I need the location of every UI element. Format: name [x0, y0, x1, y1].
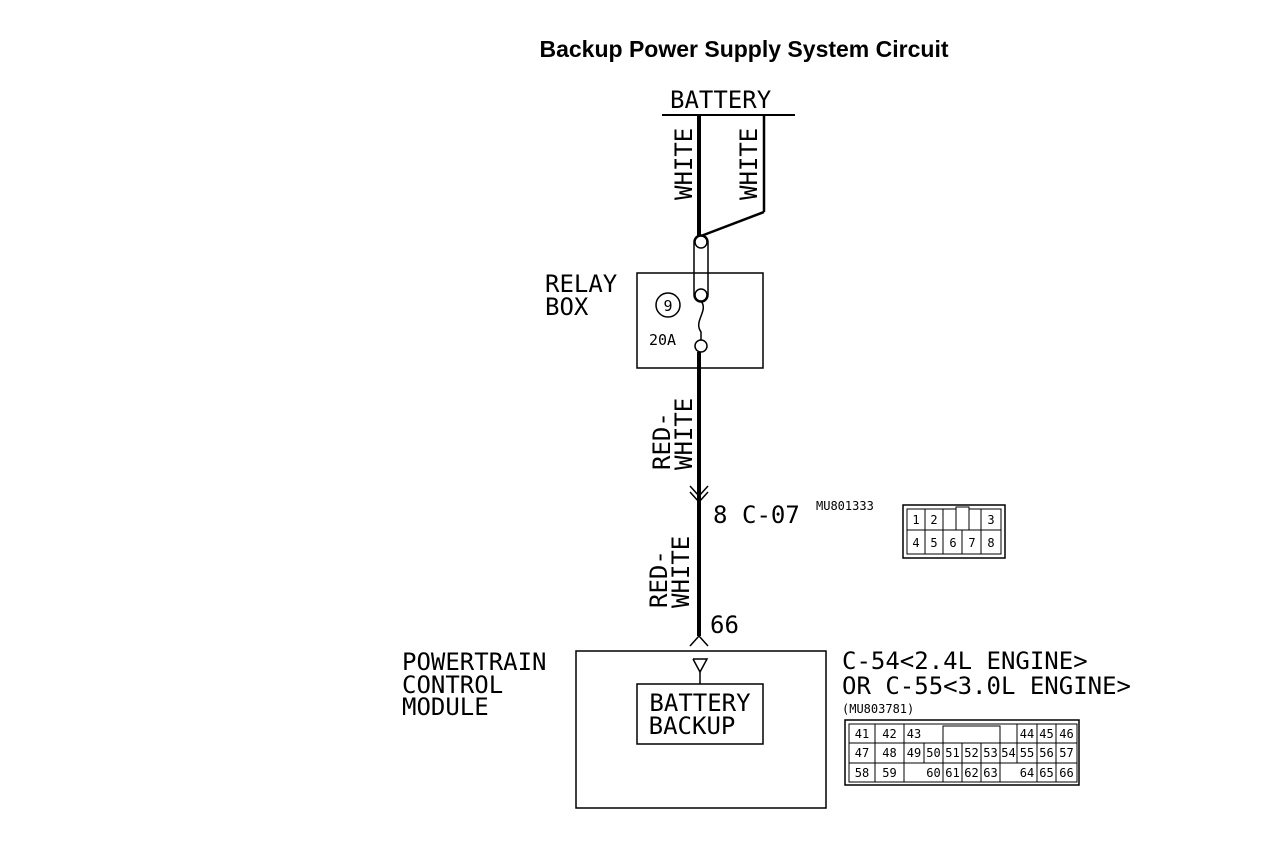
c07-pin: 2	[930, 513, 937, 527]
fuse-number: 9	[663, 297, 672, 315]
pcm-pin-symbol	[689, 634, 709, 647]
connector-c54-face: 41 42 43 44 45 46 47 48 49 50 51 52 53 54 55 56 57 58 59 60…	[844, 719, 1080, 786]
c54-pin: 57	[1059, 746, 1073, 760]
c54-pin: 66	[1059, 766, 1073, 780]
pcm-pin: 66	[710, 611, 739, 639]
c54-pin: 62	[964, 766, 978, 780]
connector-c07-symbol-2	[689, 491, 709, 504]
wire-label-mid-2: WHITE	[670, 398, 698, 470]
c54-pin: 46	[1059, 727, 1073, 741]
c54-pin: 56	[1039, 746, 1053, 760]
c07-pin: 6	[949, 536, 956, 550]
c07-pin: 7	[968, 536, 975, 550]
fuse-number-circle	[655, 292, 681, 318]
connector-c07-name: C-07	[742, 501, 800, 529]
c07-pin: 8	[987, 536, 994, 550]
fuse-element	[698, 300, 704, 340]
wire-label-left: WHITE	[670, 128, 698, 200]
fuse-capsule	[693, 234, 709, 303]
c54-pin: 64	[1020, 766, 1034, 780]
c54-pin: 42	[882, 727, 896, 741]
c54-pin: 63	[983, 766, 997, 780]
c54-pin: 44	[1020, 727, 1034, 741]
c54-pin: 52	[964, 746, 978, 760]
c54-pin: 61	[945, 766, 959, 780]
c07-pin: 5	[930, 536, 937, 550]
battery-label: BATTERY	[670, 86, 772, 114]
fuse-terminal-top	[694, 235, 708, 249]
pcm-box	[575, 650, 827, 809]
connector-c07-face: 1 2 3 4 5 6 7 8	[902, 504, 1006, 559]
c54-pin: 60	[926, 766, 940, 780]
c07-pin: 3	[987, 513, 994, 527]
pcm-label-3: MODULE	[402, 693, 489, 721]
c54-pin: 51	[945, 746, 959, 760]
c54-pin: 53	[983, 746, 997, 760]
battery-backup-label-2: BACKUP	[649, 712, 736, 740]
c54-pin: 43	[907, 727, 921, 741]
c54-pin: 41	[855, 727, 869, 741]
fuse-terminal-upper	[694, 288, 708, 302]
battery-backup-label-1: BATTERY	[649, 689, 751, 717]
pcm-label-1: POWERTRAIN	[402, 648, 547, 676]
c54-pin: 49	[907, 746, 921, 760]
connector-c54-line1: C-54<2.4L ENGINE>	[842, 647, 1088, 675]
relay-box-label-1: RELAY	[545, 270, 618, 298]
wire-label-low-2: WHITE	[667, 536, 695, 608]
connector-c07-pin: 8	[713, 501, 727, 529]
fuse-terminal-lower	[694, 339, 708, 353]
c54-pin: 65	[1039, 766, 1053, 780]
c07-pin: 4	[912, 536, 919, 550]
connector-c54-part-number: (MU803781)	[842, 702, 914, 716]
wire-label-mid-1: RED-	[648, 412, 676, 470]
c54-pin: 45	[1039, 727, 1053, 741]
fuse-rating: 20A	[649, 331, 676, 349]
connector-c07-symbol-1	[689, 485, 709, 498]
wire-label-low-1: RED-	[645, 550, 673, 608]
c54-pin: 54	[1001, 746, 1015, 760]
c54-pin: 55	[1020, 746, 1034, 760]
page-title: Backup Power Supply System Circuit	[539, 36, 949, 62]
c54-pin: 58	[855, 766, 869, 780]
battery-backup-box	[636, 683, 764, 745]
pcm-label-2: CONTROL	[402, 671, 503, 699]
pcm-input-symbol	[692, 658, 709, 674]
c54-pin: 48	[882, 746, 896, 760]
relay-box-label-2: BOX	[545, 293, 589, 321]
c54-pin: 50	[926, 746, 940, 760]
c54-pin: 47	[855, 746, 869, 760]
c54-pin: 59	[882, 766, 896, 780]
wire-right-join	[700, 210, 765, 238]
connector-c54-line2: OR C-55<3.0L ENGINE>	[842, 672, 1131, 700]
wire-label-right: WHITE	[735, 128, 763, 200]
connector-c07-part-number: MU801333	[816, 499, 874, 513]
c07-pin: 1	[912, 513, 919, 527]
